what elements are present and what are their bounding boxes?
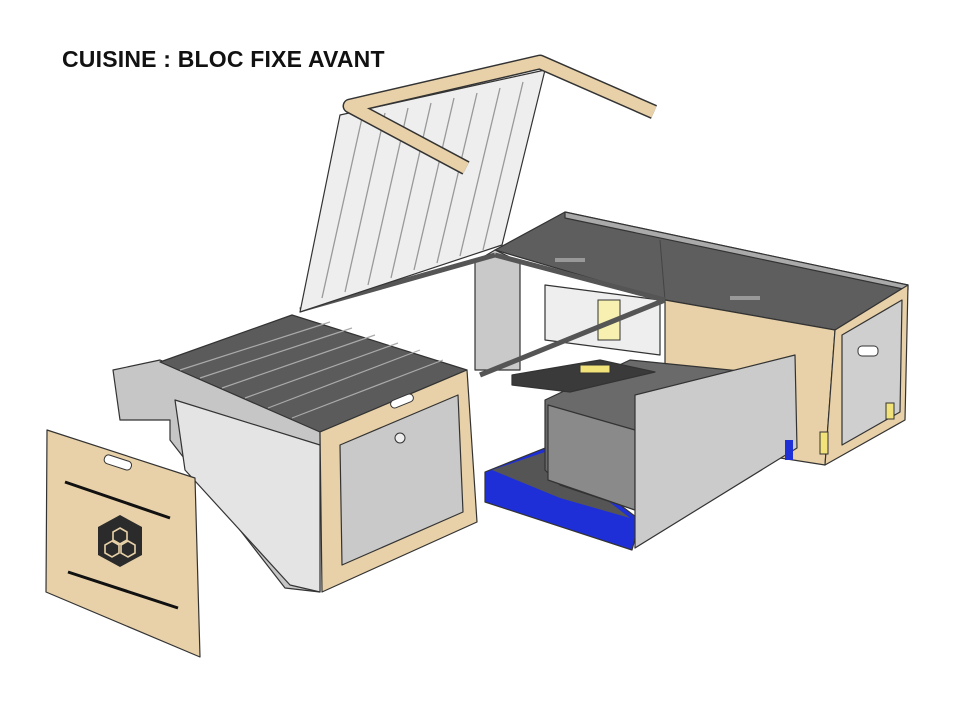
drawer-assembly [484,354,798,551]
drawer-front [634,354,798,549]
front-panel [45,429,201,658]
handle-slot [555,258,585,262]
hinged-lid [299,54,658,313]
page-title: CUISINE : BLOC FIXE AVANT [62,46,385,72]
handle-slot [730,296,760,300]
hexagon-logo-icon [98,515,142,567]
logo-badge [857,345,879,357]
left-block [112,314,478,593]
lid-panel [299,69,546,313]
